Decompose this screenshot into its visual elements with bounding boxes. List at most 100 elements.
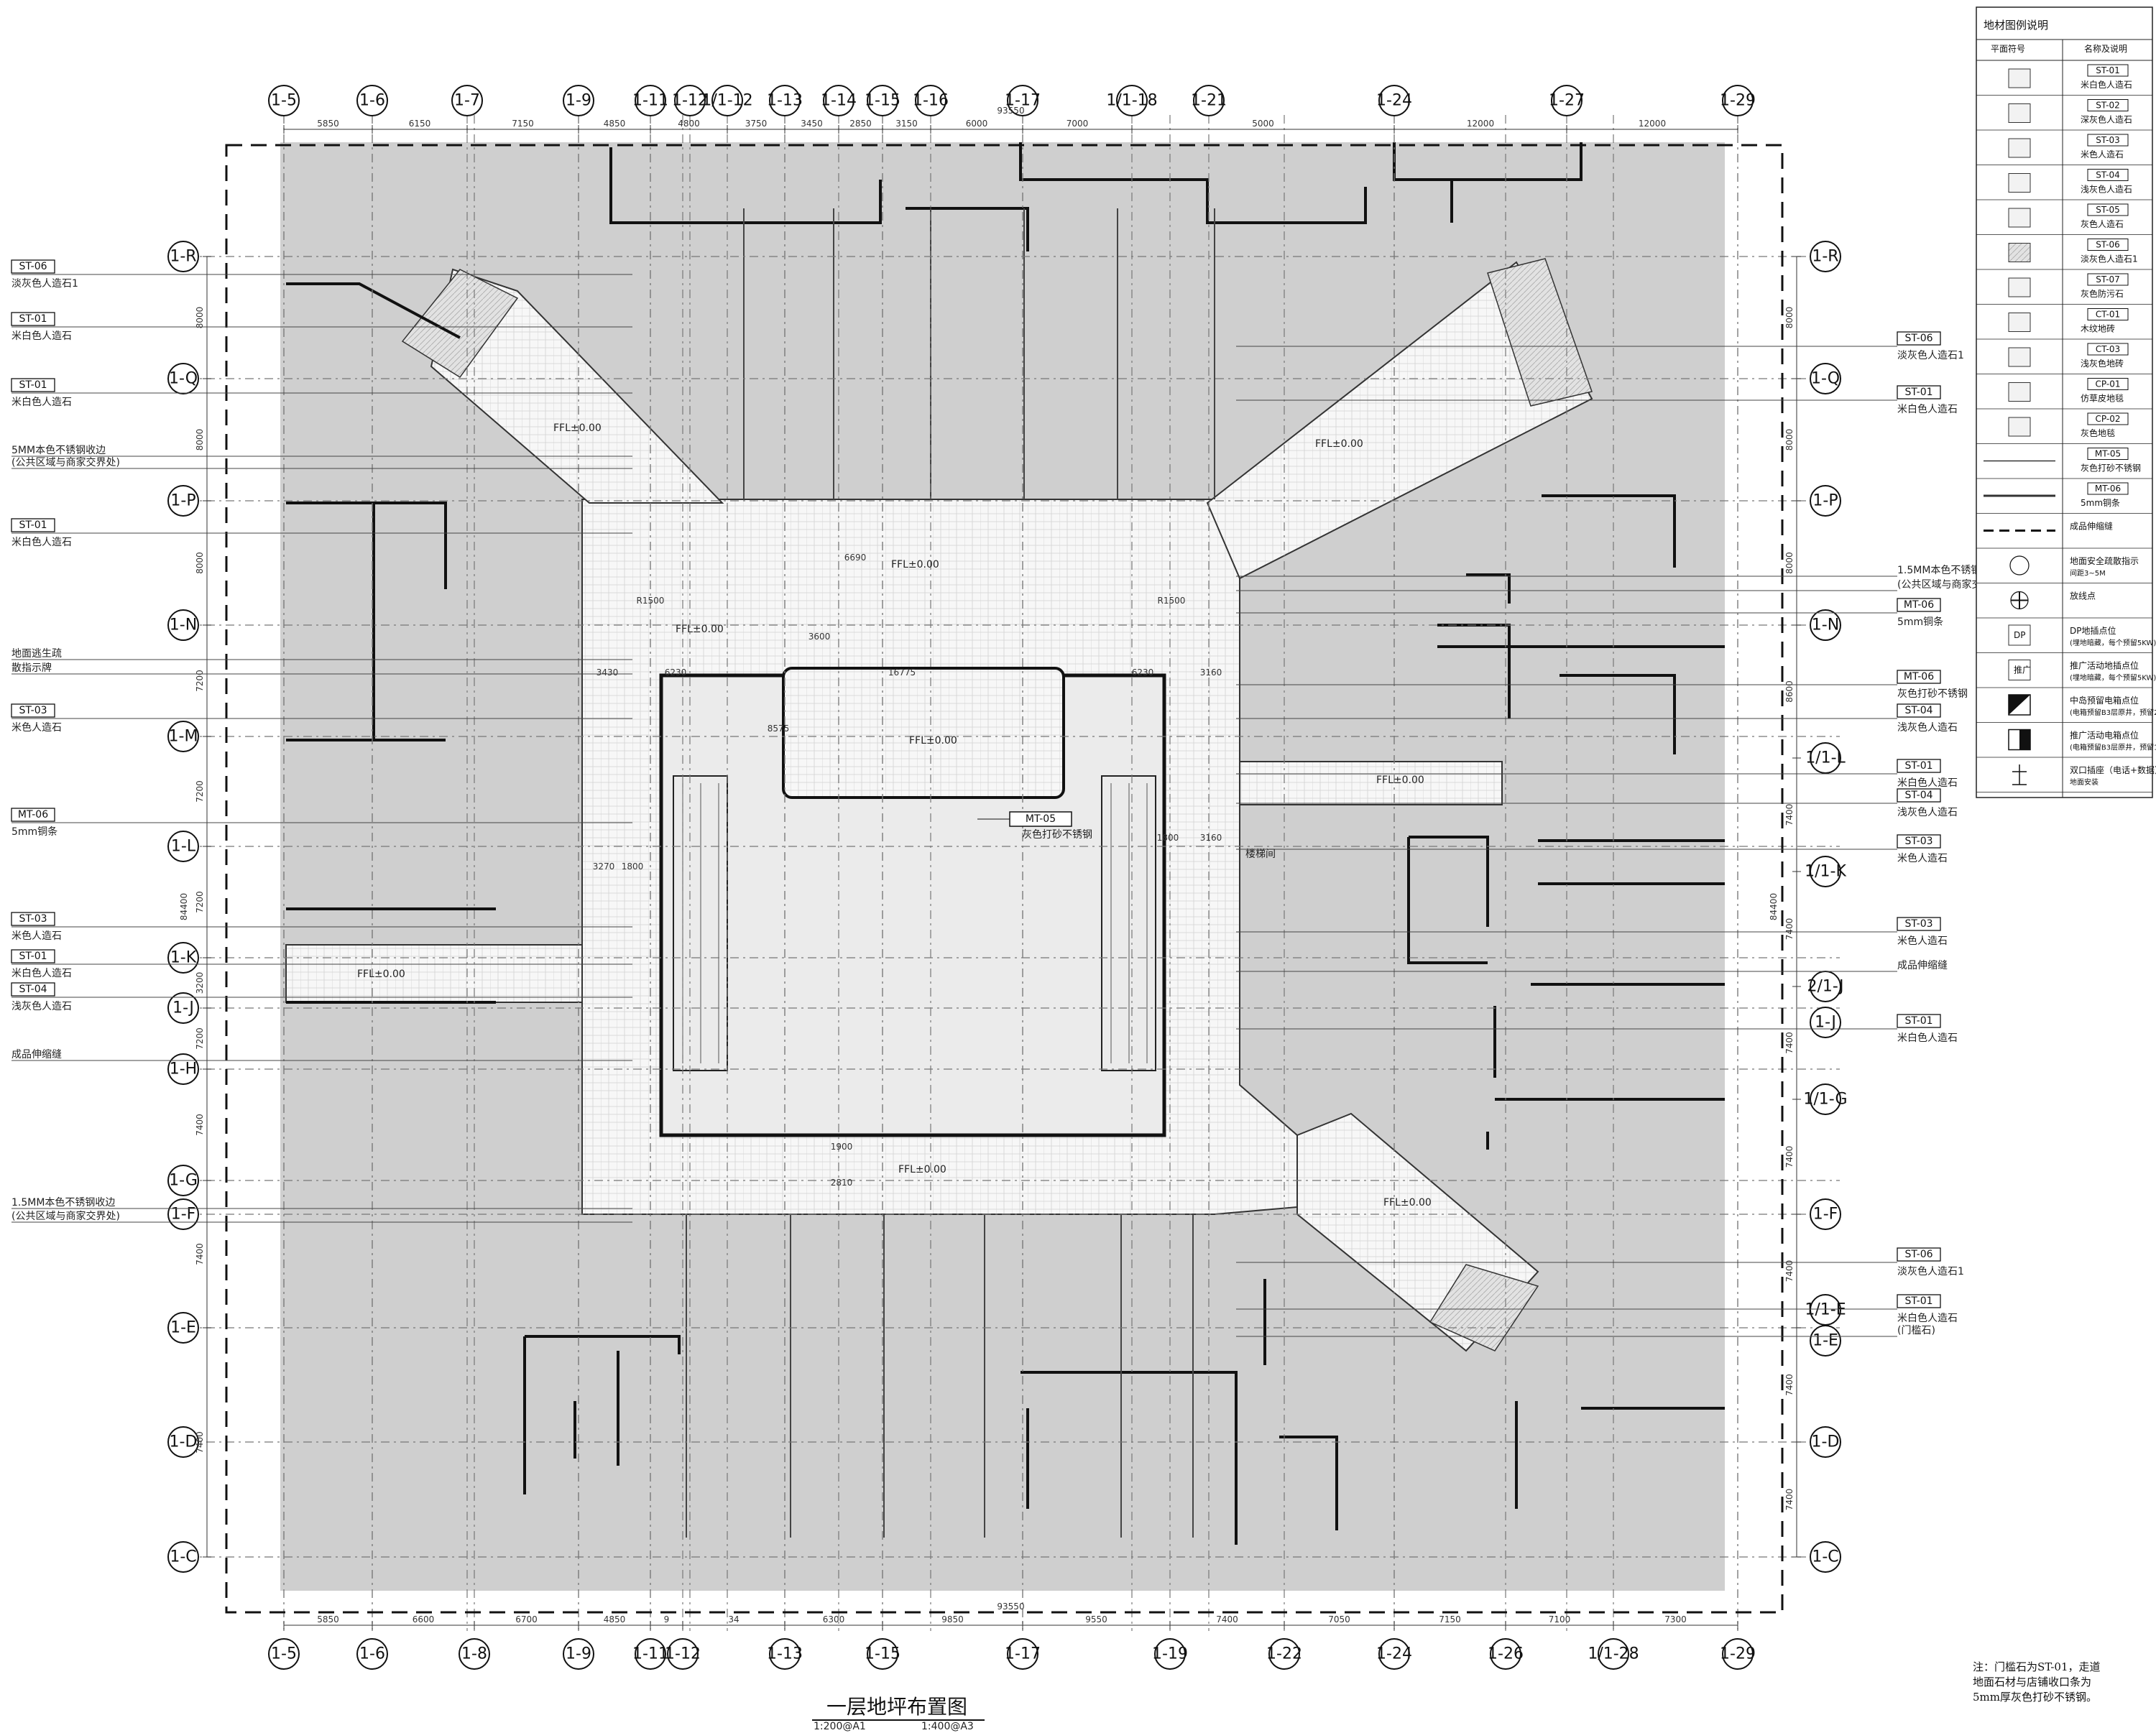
annotation-desc: 米色人造石: [11, 930, 62, 942]
axis-left-label: 1-D: [170, 1433, 198, 1451]
note-line-2: 地面石材与店铺收口条为: [1973, 1676, 2091, 1688]
top-dim: 4850: [604, 119, 626, 129]
right-dim: 7400: [1784, 918, 1795, 941]
axis-top-6: 1/1-12: [701, 85, 753, 116]
annotation-desc: 淡灰色人造石1: [1897, 349, 1964, 361]
axis-left-label: 1-G: [169, 1172, 198, 1190]
annotation-tag: ST-01: [1904, 760, 1932, 772]
axis-top-15: 1-27: [1549, 85, 1585, 116]
legend-name: 仿草皮地毯: [2081, 394, 2124, 404]
dimension-chain-left: 8000800080007200720072003200720074007400…: [179, 256, 211, 1558]
axis-top-5: 1-12: [672, 85, 708, 116]
axis-right-5: 1/1-K: [1805, 856, 1846, 887]
axis-right-8: 1/1-G: [1803, 1083, 1848, 1115]
axis-left-5: 1-L: [167, 831, 199, 862]
axis-bottom-11: 1-24: [1376, 1638, 1412, 1670]
axis-top-label: 1-21: [1191, 92, 1227, 110]
legend-row: 推广活动电箱点位(电箱预留B3层原井，预留100KW): [1976, 729, 2156, 758]
axis-left-label: 1-N: [170, 616, 197, 634]
left-dim: 7400: [195, 1114, 205, 1136]
axis-bottom-label: 1-24: [1376, 1645, 1412, 1663]
plan-dim: R1500: [637, 596, 665, 606]
annotation-desc: 米白色人造石: [1897, 1032, 1958, 1044]
axis-bottom-12: 1-26: [1488, 1638, 1524, 1670]
legend-code: ST-03: [2096, 135, 2119, 145]
legend-name: 中岛预留电箱点位: [2070, 695, 2139, 706]
axis-top-1: 1-6: [356, 85, 388, 116]
axis-bottom-4: 1-11: [632, 1638, 668, 1670]
axis-top-label: 1-13: [767, 92, 803, 110]
st06-zone-ne: [1487, 258, 1593, 407]
axis-top-label: 1-5: [271, 92, 297, 110]
legend-code: CT-03: [2096, 344, 2120, 354]
bottom-dim: 7050: [1328, 1614, 1350, 1625]
top-dim: 3750: [745, 119, 768, 129]
axis-right-label: 1-P: [1812, 492, 1838, 510]
right-total: 84400: [1769, 893, 1779, 920]
top-dim: 7150: [512, 119, 534, 129]
plan-dim: 1800: [622, 861, 644, 872]
axis-top-8: 1-14: [821, 85, 857, 116]
legend-code: ST-02: [2096, 101, 2119, 111]
axis-bottom-label: 1-22: [1266, 1645, 1302, 1663]
axis-top-label: 1-24: [1376, 92, 1412, 110]
plan-dim: R1500: [1158, 596, 1186, 606]
axis-left-1: 1-Q: [167, 363, 199, 394]
left-dim: 7400: [195, 1243, 205, 1265]
right-dim: 7400: [1784, 1489, 1795, 1511]
legend-code: ST-07: [2096, 274, 2119, 285]
top-dim: 5000: [1252, 119, 1274, 129]
axis-top-9: 1-15: [865, 85, 900, 116]
annotation-tag: ST-01: [1904, 1295, 1932, 1307]
annotation-tag: ST-04: [1904, 705, 1932, 716]
axis-top-3: 1-9: [563, 85, 594, 116]
axis-top-2: 1-7: [451, 85, 483, 116]
annotation-left-3: 5MM本色不锈钢收边: [11, 444, 632, 457]
legend-code: ST-01: [2096, 65, 2119, 75]
axis-right-label: 1-R: [1812, 248, 1838, 266]
axis-right-label: 1-C: [1812, 1548, 1838, 1566]
ffl-label: FFL±0.00: [1315, 438, 1363, 450]
axis-right-label: 1-N: [1812, 616, 1839, 634]
bottom-dim: 34: [728, 1614, 739, 1625]
plan-dim: 3600: [808, 632, 831, 642]
annotation-right-15: (门槛石): [1236, 1325, 1935, 1337]
bottom-dim: 7300: [1664, 1614, 1687, 1625]
annotation-desc: 米白色人造石: [1897, 403, 1958, 415]
atrium-upper: [782, 667, 1065, 799]
annotation-desc: 浅灰色人造石: [1897, 721, 1958, 734]
axis-right-1: 1-Q: [1810, 363, 1841, 394]
legend-code: ST-04: [2096, 170, 2119, 180]
ffl-label: FFL±0.00: [1383, 1197, 1432, 1209]
axis-bottom-label: 1-13: [767, 1645, 803, 1663]
annotation-desc: 5MM本色不锈钢收边: [11, 444, 106, 456]
scale-a3: 1:400@A3: [921, 1721, 974, 1732]
right-dim: 8000: [1784, 307, 1795, 329]
axis-right-label: 1-D: [1812, 1433, 1840, 1451]
annotation-tag: ST-04: [1904, 790, 1932, 801]
annotation-tag: MT-06: [1904, 671, 1934, 683]
plan-dim: 6690: [844, 553, 867, 563]
annotation-left-7: 散指示牌: [11, 662, 632, 675]
axis-bottom-label: 1-11: [632, 1645, 668, 1663]
axis-left-label: 1-L: [171, 838, 196, 856]
annotation-desc: 地面逃生疏: [11, 648, 62, 660]
left-dim: 8000: [195, 307, 205, 329]
annotation-left-4: (公共区域与商家交界处): [11, 456, 632, 469]
legend-col-name: 名称及说明: [2084, 43, 2127, 54]
center-label-desc: 灰色打砂不锈钢: [1022, 828, 1092, 841]
legend-name-2: (电箱预留B3层原井，预留100KW): [2070, 743, 2156, 752]
axis-bottom-label: 1-17: [1005, 1645, 1041, 1663]
right-dim: 8000: [1784, 429, 1795, 451]
plan-dim: 3160: [1200, 667, 1222, 678]
ffl-label: FFL±0.00: [676, 624, 724, 635]
legend-name: 灰色地毯: [2081, 428, 2115, 438]
annotation-desc: (公共区域与商家交界处): [11, 1210, 120, 1222]
